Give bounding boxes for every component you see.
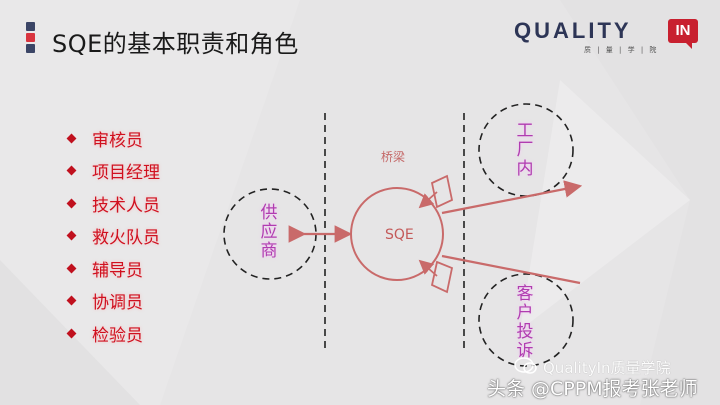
role-label: 审核员 — [92, 130, 143, 151]
logo-subtitle: 质 | 量 | 学 | 院 — [584, 46, 659, 54]
wechat-icon — [514, 357, 537, 374]
watermark-author: 头条 @CPPM报考张老师 — [487, 378, 698, 400]
list-item: 审核员 — [66, 122, 160, 155]
complaint-label: 客 户 投 诉 — [516, 284, 534, 361]
bottom-feedback-shape — [430, 260, 454, 294]
title-accent-bar — [26, 22, 36, 55]
factory-label: 工 厂 内 — [516, 121, 534, 179]
logo-wordmark: QUALITY — [514, 18, 632, 43]
sqe-factory-arrow — [441, 180, 583, 215]
roles-list: 审核员 项目经理 技术人员 救火队员 辅导员 协调员 检验员 — [66, 122, 160, 350]
list-item: 协调员 — [66, 285, 160, 318]
bridge-label: 桥梁 — [381, 150, 406, 164]
list-item: 项目经理 — [66, 155, 160, 188]
complaint-sqe-line — [441, 254, 581, 285]
role-label: 辅导员 — [92, 260, 143, 281]
list-item: 辅导员 — [66, 252, 160, 285]
qualityin-logo: QUALITY 质 | 量 | 学 | 院 IN — [512, 16, 702, 56]
logo-badge: IN — [668, 19, 698, 49]
role-label: 项目经理 — [92, 163, 160, 184]
complaint-circle — [478, 273, 574, 367]
page-title: SQE的基本职责和角色 — [52, 30, 299, 58]
list-item: 技术人员 — [66, 187, 160, 220]
role-label: 技术人员 — [92, 195, 160, 216]
supplier-label: 供 应 商 — [260, 203, 278, 261]
role-label: 检验员 — [92, 325, 143, 346]
list-item: 救火队员 — [66, 220, 160, 253]
role-label: 救火队员 — [92, 228, 160, 249]
top-feedback-shape — [430, 174, 454, 209]
sqe-node-label: SQE — [385, 227, 414, 243]
list-item: 检验员 — [66, 317, 160, 350]
role-label: 协调员 — [92, 293, 143, 314]
watermark-source: QualityIn质量学院 — [543, 359, 671, 377]
